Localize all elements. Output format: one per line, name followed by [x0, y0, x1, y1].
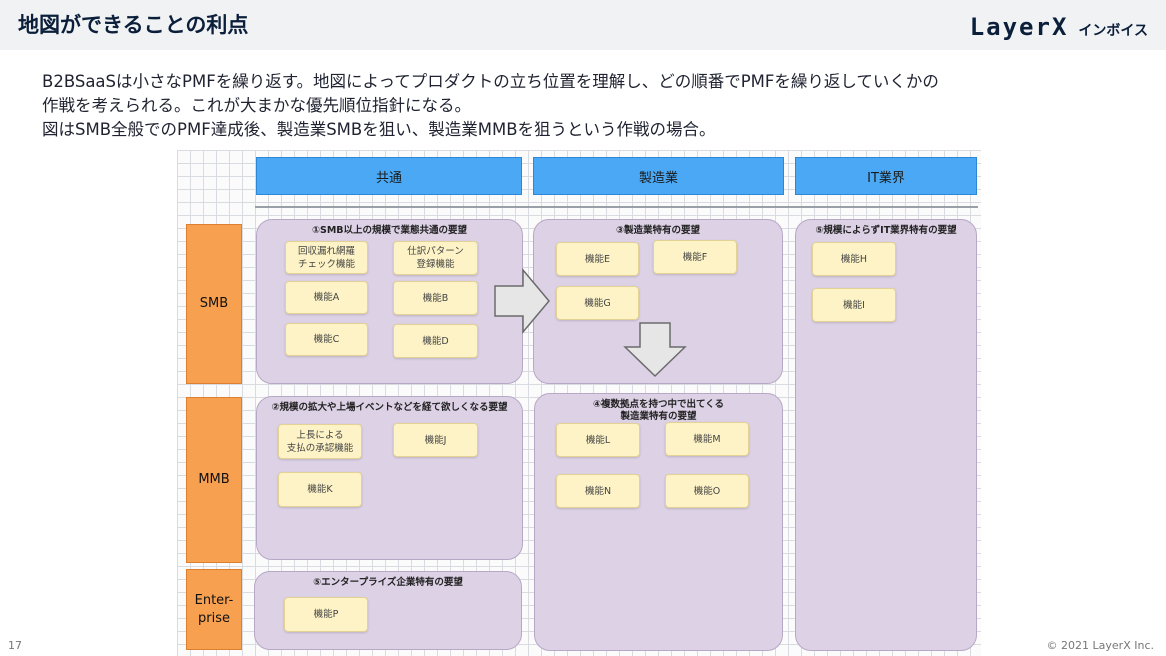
panel-label: ④複数拠点を持つ中で出てくる 製造業特有の要望 [592, 399, 725, 422]
feature-collection-check: 回収漏れ網羅 チェック機能 [285, 241, 368, 274]
feature-m: 機能M [665, 422, 749, 456]
row-header-mmb: MMB [186, 397, 242, 563]
feature-g: 機能G [556, 286, 639, 320]
feature-p: 機能P [284, 597, 368, 632]
description-line-1: B2BSaaSは小さなPMFを繰り返す。地図によってプロダクトの立ち位置を理解し… [42, 72, 939, 91]
feature-j: 機能J [393, 423, 478, 457]
panel-it-industry: ⑤規模によらずIT業界特有の要望 [795, 219, 977, 651]
panel-label: ②規模の拡大や上場イベントなどを経て欲しくなる要望 [271, 402, 508, 413]
feature-journal-pattern: 仕訳パターン 登録機能 [393, 241, 478, 275]
row-header-smb: SMB [186, 224, 242, 384]
feature-a: 機能A [285, 281, 368, 314]
panel-label: ⑤エンタープライズ企業特有の要望 [313, 577, 463, 588]
feature-l: 機能L [556, 423, 640, 457]
feature-d: 機能D [393, 324, 478, 358]
slide-title: 地図ができることの利点 [18, 13, 249, 37]
feature-c: 機能C [285, 323, 368, 356]
feature-o: 機能O [665, 474, 749, 508]
description-line-3: 図はSMB全般でのPMF達成後、製造業SMBを狙い、製造業MMBを狙うという作戦… [42, 120, 716, 139]
slide-header: 地図ができることの利点 LayerX インボイス [0, 0, 1166, 50]
row-header-enterprise: Enter- prise [186, 569, 242, 650]
feature-k: 機能K [278, 472, 362, 507]
panel-label: ③製造業特有の要望 [615, 225, 701, 236]
column-header-common: 共通 [256, 157, 522, 195]
brand-logo-sub: インボイス [1078, 23, 1148, 39]
panel-label: ①SMB以上の規模で業態共通の要望 [311, 225, 468, 236]
feature-e: 機能E [556, 242, 639, 276]
copyright-text: © 2021 LayerX Inc. [1046, 639, 1154, 652]
header-divider-line [255, 206, 978, 208]
feature-n: 機能N [556, 474, 640, 508]
description-line-2: 作戦を考えられる。これが大まかな優先順位指針になる。 [42, 96, 471, 115]
column-header-it: IT業界 [795, 157, 977, 195]
arrow-right-icon [494, 268, 550, 334]
feature-approval: 上長による 支払の承認機能 [278, 424, 362, 459]
feature-i: 機能I [812, 288, 896, 322]
column-header-manufacturing: 製造業 [533, 157, 784, 195]
panel-label: ⑤規模によらずIT業界特有の要望 [815, 225, 957, 236]
arrow-down-icon [623, 322, 687, 378]
feature-h: 機能H [812, 242, 896, 276]
feature-b: 機能B [393, 281, 478, 315]
page-number: 17 [8, 639, 22, 652]
brand-logo-main: LayerX [969, 13, 1069, 41]
brand-logo: LayerX インボイス [970, 13, 1148, 41]
feature-f: 機能F [653, 240, 737, 274]
slide-description: B2BSaaSは小さなPMFを繰り返す。地図によってプロダクトの立ち位置を理解し… [42, 70, 939, 142]
